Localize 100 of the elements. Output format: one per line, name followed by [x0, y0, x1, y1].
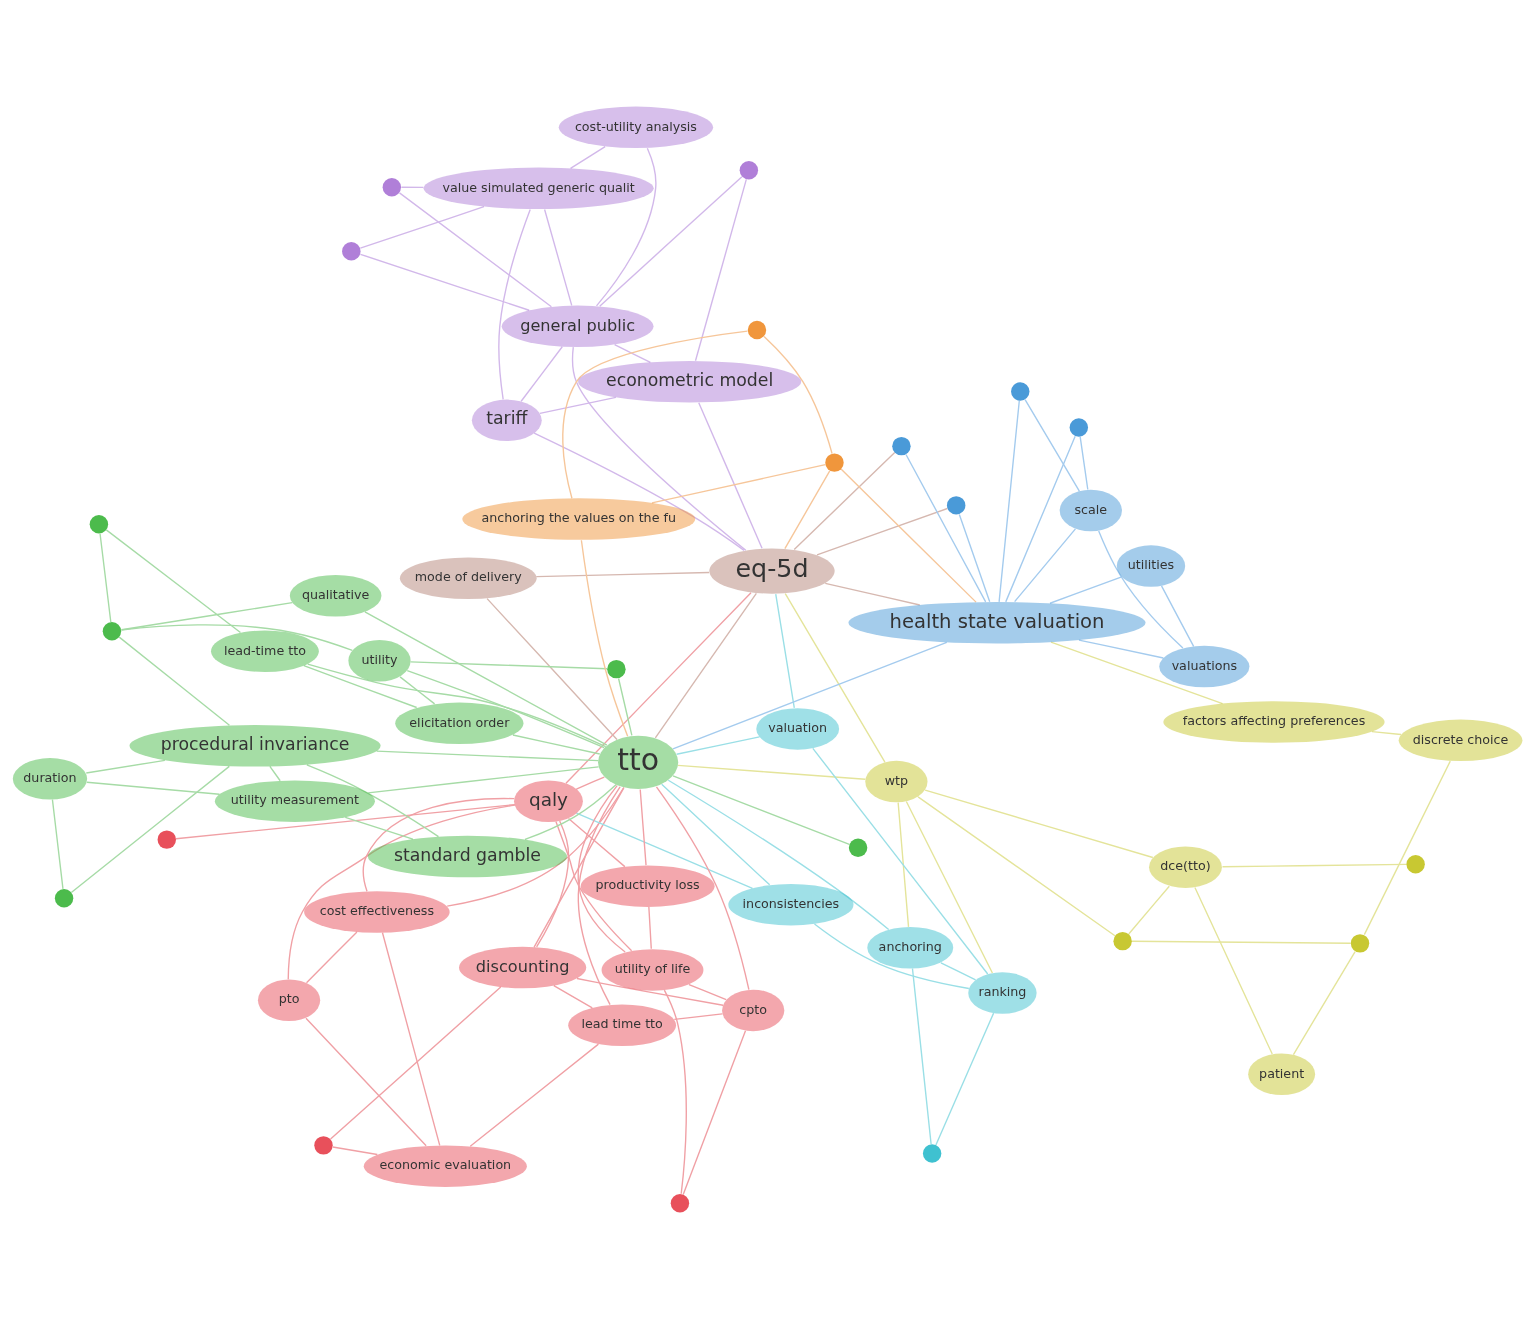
connector: [562, 329, 749, 499]
connector: [99, 532, 112, 623]
connector: [924, 788, 1154, 858]
connector: [105, 528, 242, 633]
connector: [654, 592, 758, 738]
connector: [763, 335, 833, 454]
connector: [655, 785, 750, 990]
connector: [784, 469, 831, 549]
connector: [1005, 434, 1076, 603]
connector: [375, 749, 599, 761]
connector: [512, 733, 601, 755]
node-ellipse: cost-utility analysis: [558, 106, 714, 148]
node-ellipse: lead-time tto: [211, 630, 319, 672]
node-circle: [314, 1135, 333, 1155]
node-circle: [607, 659, 626, 678]
connector: [813, 922, 970, 989]
connector: [675, 735, 761, 755]
connector: [958, 513, 991, 602]
connector: [367, 765, 600, 794]
node-ellipse: factors affecting preferences: [1163, 700, 1385, 743]
connector: [70, 765, 230, 893]
connector: [332, 1145, 378, 1155]
connector: [613, 343, 652, 363]
connector: [816, 507, 949, 556]
connector: [694, 178, 747, 361]
connector: [569, 145, 606, 169]
connector: [677, 764, 866, 780]
connector: [446, 786, 625, 907]
connector: [577, 785, 621, 1005]
node-ellipse: eq-5d: [709, 547, 835, 594]
connector: [595, 147, 657, 306]
node-circle: [89, 514, 109, 533]
connector: [661, 783, 771, 886]
node-circle: [102, 621, 122, 641]
node-ellipse: pto: [257, 979, 321, 1021]
connector: [1024, 398, 1080, 492]
connector: [51, 798, 64, 890]
connector: [399, 675, 436, 705]
connector: [533, 786, 625, 948]
connector: [599, 175, 743, 307]
connector: [329, 985, 502, 1140]
node-circle: [54, 888, 74, 907]
node-ellipse: valuations: [1159, 645, 1250, 687]
connector: [1363, 759, 1451, 935]
node-ellipse: economic evaluation: [363, 1144, 527, 1187]
node-circle: [747, 320, 767, 339]
node-ellipse: discounting: [459, 946, 587, 988]
node-ellipse: cost effectiveness: [304, 890, 450, 933]
connector: [565, 591, 752, 784]
node-circle: [848, 838, 868, 857]
connector: [840, 467, 977, 603]
connector: [935, 1011, 995, 1146]
connector: [269, 765, 281, 781]
connector: [673, 1012, 724, 1020]
connector: [672, 774, 851, 845]
node-ellipse: discrete choice: [1398, 719, 1523, 761]
connector: [520, 345, 563, 402]
connector: [555, 820, 633, 951]
connector: [1194, 886, 1273, 1055]
node-circle: [1406, 854, 1425, 873]
connector: [667, 779, 890, 930]
connector: [1079, 435, 1089, 490]
node-ellipse: inconsistencies: [728, 883, 854, 925]
node-ellipse: qaly: [514, 779, 583, 822]
node-ellipse: general public: [501, 305, 654, 347]
node-ellipse: mode of delivery: [399, 556, 537, 599]
connector: [120, 623, 353, 651]
connector: [535, 571, 710, 577]
node-ellipse: duration: [12, 757, 88, 800]
connector: [381, 931, 441, 1146]
node-ellipse: dce(tto): [1149, 845, 1222, 888]
connector: [533, 431, 745, 551]
node-ellipse: anchoring the values on the fu: [462, 497, 696, 540]
connector: [1050, 640, 1224, 704]
node-ellipse: utility: [348, 639, 411, 681]
connector: [1160, 584, 1195, 647]
connector: [905, 453, 987, 602]
node-ellipse: scale: [1059, 489, 1122, 531]
connector: [567, 817, 626, 867]
node-ellipse: value simulated generic qualit: [423, 167, 654, 209]
connector: [1131, 940, 1352, 944]
connector: [698, 401, 763, 549]
connector: [897, 801, 910, 928]
connector: [1371, 730, 1402, 735]
connector: [543, 208, 573, 306]
node-ellipse: lead time tto: [568, 1003, 677, 1046]
connector: [303, 664, 418, 708]
connector: [118, 635, 231, 726]
connector: [469, 1042, 600, 1147]
connector: [553, 984, 593, 1009]
connector: [524, 783, 617, 840]
connector: [539, 396, 617, 414]
connector: [651, 463, 827, 504]
connector: [362, 797, 515, 892]
node-ellipse: ranking: [968, 971, 1037, 1014]
node-ellipse: productivity loss: [580, 864, 715, 907]
node-circle: [382, 177, 402, 196]
connector: [535, 819, 570, 948]
node-circle: [670, 1193, 690, 1212]
connector: [905, 800, 994, 974]
